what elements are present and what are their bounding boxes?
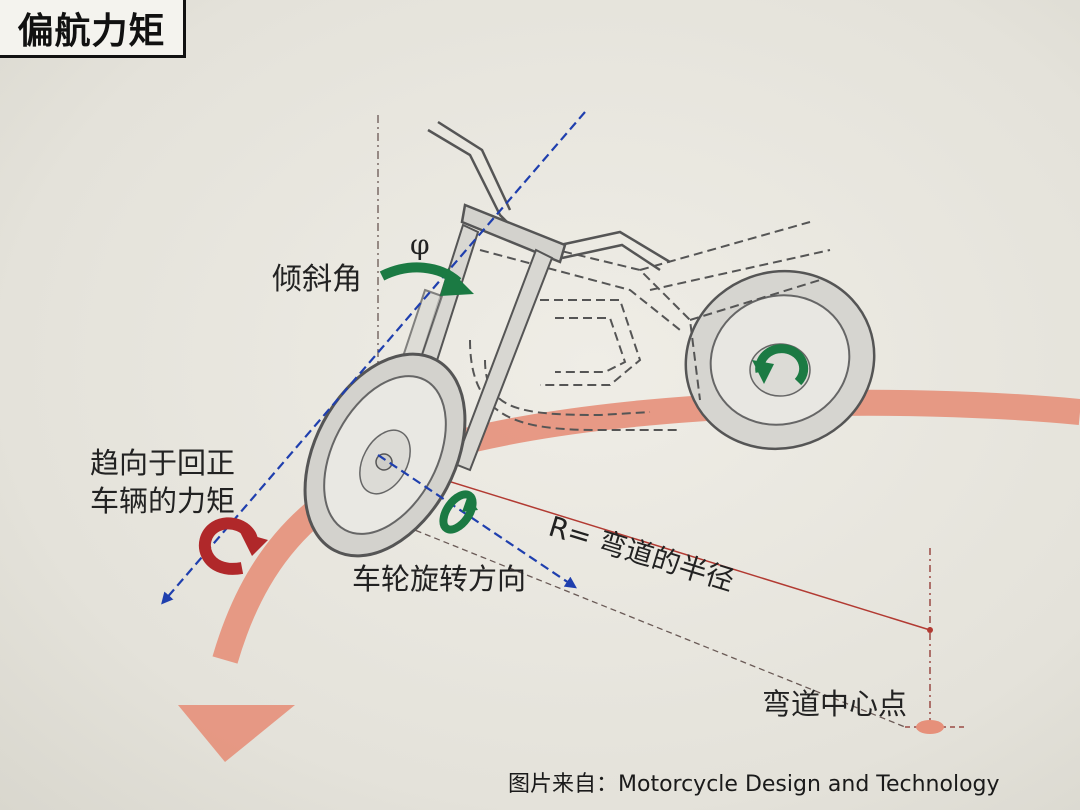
wheel-axle-line [377, 454, 577, 589]
page-title: 偏航力矩 [17, 10, 166, 52]
lean-angle-label: 倾斜角 [272, 262, 362, 297]
ground-dashed-line [359, 507, 906, 728]
title-box: 偏航力矩 [0, 0, 186, 58]
phi-symbol: φ [410, 228, 430, 261]
righting-moment-label-line1: 趋向于回正 [90, 446, 236, 480]
curved-turn-arrow-icon [178, 389, 1080, 762]
rotation-arrow-icon [752, 344, 809, 386]
wheel-rotation-label: 车轮旋转方向 [352, 562, 527, 596]
rotation-arrow-icon [439, 490, 478, 534]
righting-moment-label-line2: 车辆的力矩 [90, 484, 236, 518]
rotation-arrow-icon [199, 517, 268, 575]
lean-angle-arrow-icon [379, 262, 474, 296]
radius-line [379, 459, 931, 631]
turn-center-label: 弯道中心点 [762, 687, 908, 721]
turn-center-dot [916, 720, 944, 734]
radius-end-dot [927, 627, 933, 633]
handlebar [427, 120, 671, 272]
front-wheel [303, 352, 467, 558]
rear-wheel [684, 269, 876, 451]
image-credit: 图片来自：Motorcycle Design and Technology [508, 772, 1000, 797]
